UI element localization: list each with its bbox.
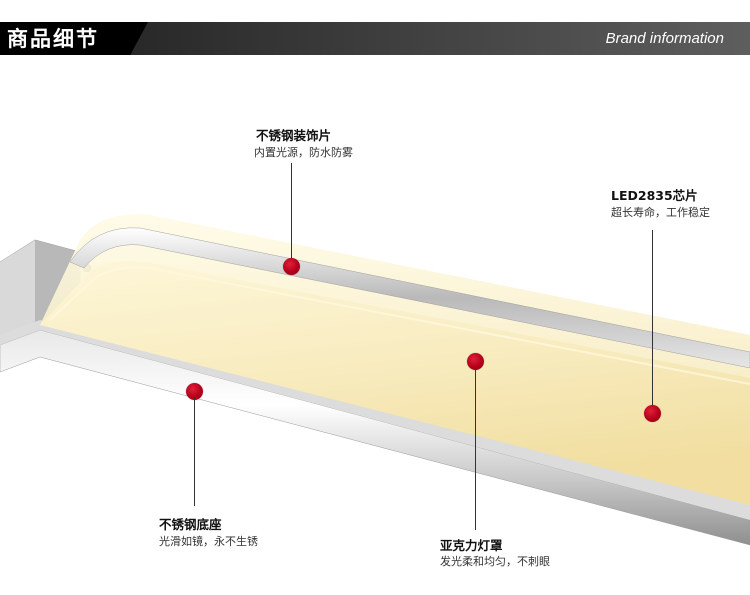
callout-desc-led-chip: 超长寿命，工作稳定 [611,206,710,219]
callout-title-decorative-strip: 不锈钢装饰片 [256,128,332,143]
callout-title-acrylic-cover: 亚克力灯罩 [440,538,503,553]
callout-leader-line [291,163,292,259]
callout-marker-dot [644,405,661,422]
acrylic-light-panel [40,261,750,505]
callout-marker-dot [186,383,203,400]
callout-leader-line [475,368,476,530]
callout-leader-line [194,398,195,506]
chrome-strip [69,227,750,369]
callout-desc-decorative-strip: 内置光源，防水防雾 [254,146,353,159]
section-title: 商品细节 [7,26,99,51]
callout-title-base: 不锈钢底座 [159,517,222,532]
callout-title-led-chip: LED2835芯片 [611,188,698,203]
section-header: 商品细节 Brand information [0,22,750,55]
header-title-tab [0,22,148,55]
wall-bracket-side [0,240,35,340]
callout-leader-line [652,230,653,406]
callout-marker-dot [283,258,300,275]
section-subtitle: Brand information [605,30,724,47]
callout-desc-base: 光滑如镜，永不生锈 [159,535,258,548]
callout-marker-dot [467,353,484,370]
callout-desc-acrylic-cover: 发光柔和均匀，不刺眼 [440,555,550,568]
